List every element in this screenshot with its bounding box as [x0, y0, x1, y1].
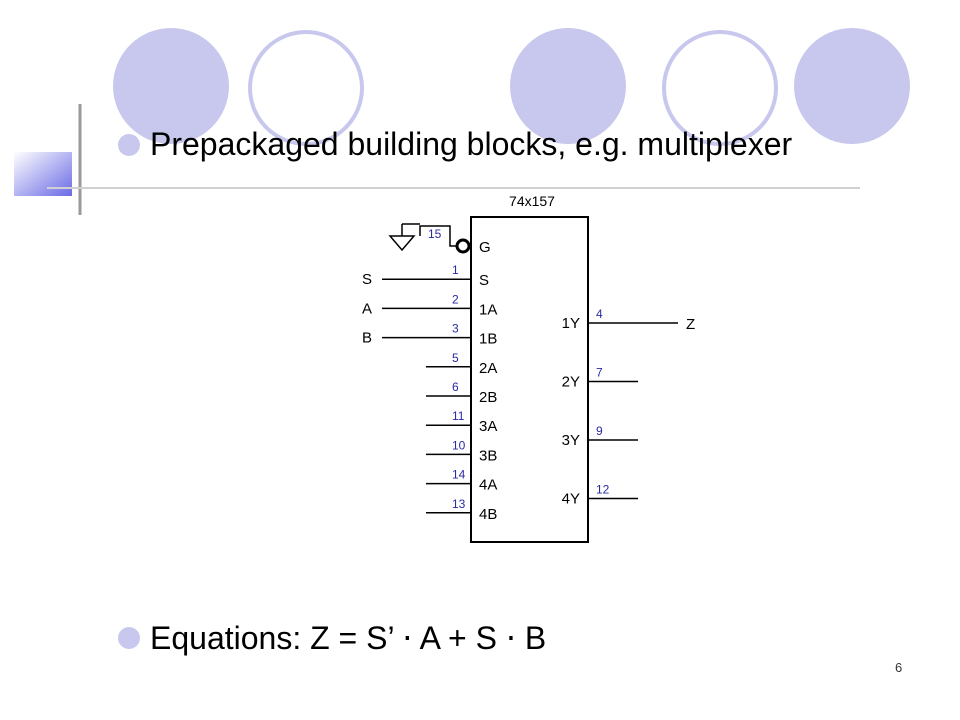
chip-body [470, 216, 589, 543]
pin-number: 5 [452, 351, 459, 365]
pin-number: 6 [452, 380, 459, 394]
left-pin-1b: 3B 1B [362, 322, 497, 348]
page-number: 6 [895, 660, 903, 675]
pin-label: 2Y [562, 374, 580, 391]
pin-number: 1 [452, 263, 459, 277]
left-pin-1a: 2A 1A [362, 292, 497, 318]
decor-circle-1 [113, 28, 229, 144]
pin-label: 4B [479, 506, 497, 523]
left-pin-4b: 13 4B [426, 497, 497, 523]
decor-circle-3 [510, 28, 626, 144]
pin-label: 3B [479, 447, 497, 464]
left-pin-2a: 5 2A [426, 351, 497, 377]
pin-label: 1Y [562, 315, 580, 332]
inversion-bubble [455, 238, 471, 254]
bullet-text-1: Prepackaged building blocks, e.g. multip… [150, 126, 793, 162]
pin-number: 2 [452, 292, 459, 306]
ground-symbol [388, 223, 420, 252]
left-pin-3b: 10 3B [426, 438, 497, 464]
left-pin-s: 1S S [362, 263, 489, 289]
pin-label: 2A [479, 360, 497, 377]
pin-number: 10 [452, 438, 466, 452]
decor-circle-5 [794, 28, 910, 144]
pin-number: 9 [596, 424, 603, 438]
pin-number: 13 [452, 497, 466, 511]
decor-circles [113, 28, 910, 146]
pin-label: 1A [479, 301, 497, 318]
pin-label: 4A [479, 477, 497, 494]
right-pins: 1Y 4Z 2Y 7 3Y 9 4Y 12 [562, 307, 696, 508]
pin-number: 12 [596, 483, 610, 497]
signal-label: B [362, 330, 372, 347]
right-pin-1y: 1Y 4Z [562, 307, 696, 333]
left-pin-3a: 11 3A [426, 409, 497, 435]
pin-label: 3A [479, 418, 497, 435]
signal-label: S [362, 271, 372, 288]
chip-name: 74x157 [509, 193, 555, 209]
left-pin-g: 15G [419, 225, 491, 256]
decor-circle-4 [662, 30, 778, 146]
pin-label: 3Y [562, 432, 580, 449]
pin-number: 3 [452, 322, 459, 336]
bullet-dot-icon [118, 134, 140, 156]
pin-label: G [479, 239, 491, 256]
bullet-dot-icon [118, 627, 140, 649]
pin-label: 4Y [562, 491, 580, 508]
signal-label: A [362, 300, 372, 317]
pin-number: 7 [596, 366, 603, 380]
pin-label: 2B [479, 389, 497, 406]
pin-label: 1B [479, 331, 497, 348]
pin-wire [419, 225, 457, 247]
pin-number: 11 [452, 409, 465, 423]
signal-label: Z [686, 316, 695, 333]
right-pin-4y: 4Y 12 [562, 483, 638, 508]
left-pin-2b: 6 2B [426, 380, 497, 406]
right-pin-2y: 2Y 7 [562, 366, 638, 391]
pin-label: S [479, 272, 489, 289]
bullet-text-2: Equations: Z = S’ ⋅ A + S ⋅ B [150, 620, 547, 656]
pin-number: 4 [596, 307, 603, 321]
pin-number: 15 [428, 227, 442, 241]
right-pin-3y: 3Y 9 [562, 424, 638, 449]
corner-accent-square [14, 152, 72, 196]
left-pin-4a: 14 4A [426, 468, 497, 494]
decor-circle-2 [248, 30, 364, 146]
pin-number: 14 [452, 468, 466, 482]
